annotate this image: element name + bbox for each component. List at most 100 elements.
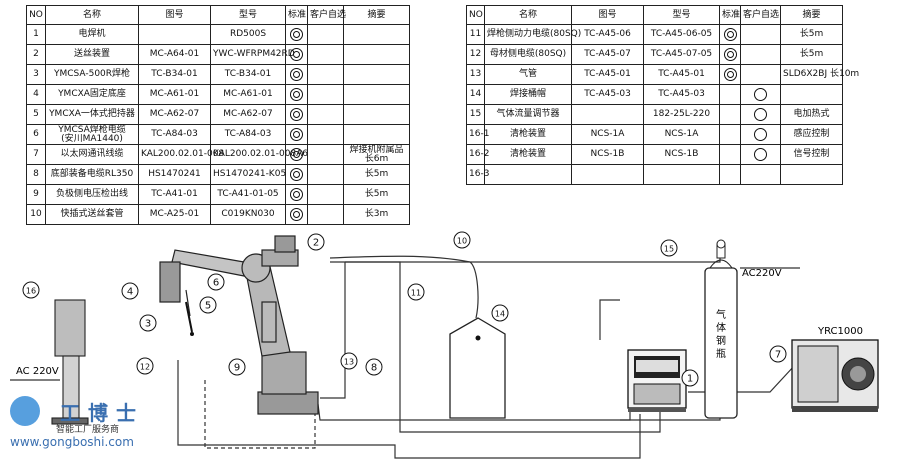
welding-torch (185, 301, 194, 336)
standard-cell (285, 64, 308, 85)
logo-icon (10, 396, 40, 426)
double-circle-icon (290, 108, 303, 121)
cable-8 (317, 403, 631, 421)
column-header: 标准 (719, 5, 741, 25)
callout-8-circle (365, 358, 383, 376)
table-row: 16-3 (466, 164, 843, 185)
double-circle-icon (723, 48, 737, 61)
robot-controller (791, 339, 879, 412)
double-circle-icon (723, 68, 737, 81)
table-cell-no: 10 (26, 204, 46, 225)
callout-15-circle (660, 239, 678, 257)
callout-5-label: 5 (205, 301, 211, 312)
callout-16-circle (22, 281, 40, 299)
double-circle-icon (290, 208, 303, 221)
table-cell-note: 焊接机附属品 长6m (343, 144, 410, 165)
callout-9-label: 9 (234, 363, 240, 374)
callout-10-label: 10 (457, 237, 467, 246)
callout-3-circle (139, 314, 157, 332)
callout-4-circle (121, 282, 139, 300)
callout-4-label: 4 (127, 287, 133, 298)
callout-8-label: 8 (371, 363, 377, 374)
table-cell-note (780, 164, 843, 185)
callout-11-circle (407, 283, 425, 301)
callout-14-label: 14 (495, 310, 505, 319)
callout-12-label: 12 (140, 363, 150, 372)
callout-6-circle (207, 273, 225, 291)
callout-2-label: 2 (313, 238, 319, 249)
callout-7-circle (769, 345, 787, 363)
standard-cell (285, 204, 308, 225)
welder-link (599, 299, 620, 340)
double-circle-icon (723, 28, 737, 41)
callout-1-label: 1 (687, 374, 693, 385)
callout-13-label: 13 (344, 358, 354, 367)
double-circle-icon (290, 68, 303, 81)
circle-icon (754, 128, 767, 141)
callout-3-label: 3 (145, 319, 151, 330)
welding-robot (159, 235, 319, 415)
callout-12-circle (136, 357, 154, 375)
callout-1-circle (681, 369, 699, 387)
watermark-url: www.gongboshi.com (10, 435, 134, 449)
circle-icon (754, 88, 767, 101)
callout-6-label: 6 (213, 278, 219, 289)
callout-16-label: 16 (26, 287, 36, 296)
watermark: 工博士 智能工厂服务商 www.gongboshi.com (10, 396, 144, 449)
welding-power-source (627, 349, 687, 412)
cable-7 (688, 364, 796, 393)
gas-cylinder-label: 气体钢瓶 (716, 308, 726, 360)
double-circle-icon (290, 88, 303, 101)
double-circle-icon (290, 168, 303, 181)
callout-13-circle (340, 352, 358, 370)
callout-2-circle (307, 233, 325, 251)
double-circle-icon (290, 128, 303, 141)
wire-drum (449, 317, 506, 419)
controller-label: YRC1000 (817, 326, 863, 337)
table-cell-note: 长3m (343, 204, 410, 225)
standard-cell (285, 184, 308, 205)
table-cell-model: C019KN030 (210, 204, 286, 225)
callout-7-label: 7 (775, 350, 781, 361)
cable-12 (177, 360, 641, 459)
callout-14-circle (491, 304, 509, 322)
double-circle-icon (290, 28, 303, 41)
watermark-subtitle: 智能工厂服务商 (56, 425, 120, 435)
callout-11-label: 11 (411, 289, 421, 298)
gas-cylinder (704, 239, 738, 419)
cable-10 (329, 255, 479, 319)
callout-9-circle (228, 358, 246, 376)
double-circle-icon (290, 48, 303, 61)
callout-15-label: 15 (664, 245, 674, 254)
cable-9 (204, 380, 316, 449)
double-circle-icon (290, 148, 303, 161)
ac-220v-right-label: AC220V (742, 268, 782, 279)
torch-cleaning-station (51, 299, 89, 425)
circle-icon (754, 148, 767, 161)
callout-5-circle (199, 296, 217, 314)
circle-icon (754, 108, 767, 121)
double-circle-icon (290, 188, 303, 201)
cable-13 (320, 372, 346, 399)
logo-text: 工博士 (60, 400, 144, 425)
table-cell-no: 16-3 (466, 164, 489, 185)
watermark-logo: 工博士 (10, 396, 144, 426)
ac-220v-left-label: AC 220V (16, 366, 59, 377)
callout-10-circle (453, 231, 471, 249)
